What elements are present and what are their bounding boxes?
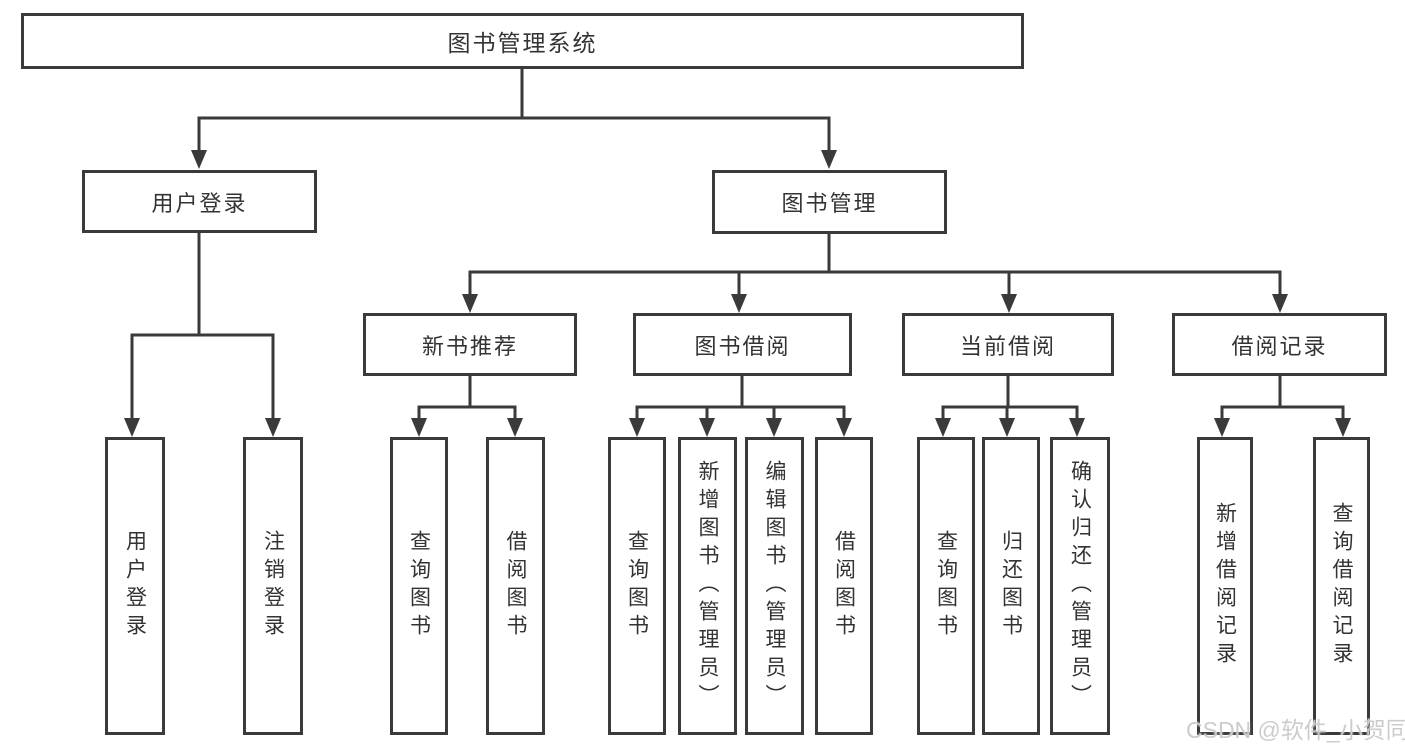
leaf-add-book-admin: 新增图书（管理员） — [678, 437, 737, 735]
leaf-confirm-return-admin: 确认归还（管理员） — [1050, 437, 1110, 735]
node-root: 图书管理系统 — [21, 13, 1024, 69]
leaf-return-books: 归还图书 — [982, 437, 1040, 735]
arrowheads — [124, 150, 1351, 437]
leaf-logout: 注销登录 — [243, 437, 303, 735]
leaf-query-books-1: 查询图书 — [390, 437, 448, 735]
node-current-borrow-label: 当前借阅 — [959, 333, 1056, 359]
leaf-query-borrow-record-label: 查询借阅记录 — [1330, 502, 1353, 670]
node-borrow-records-label: 借阅记录 — [1231, 333, 1328, 359]
node-book-management: 图书管理 — [712, 170, 947, 234]
leaf-user-login-label: 用户登录 — [123, 530, 147, 642]
leaf-query-books-1-label: 查询图书 — [407, 530, 431, 642]
node-current-borrow: 当前借阅 — [902, 313, 1114, 376]
node-borrow-records: 借阅记录 — [1172, 313, 1387, 376]
watermark: CSDN @软件_小贺同学 — [1186, 717, 1405, 743]
leaf-borrow-books-1-label: 借阅图书 — [504, 530, 527, 642]
leaf-query-borrow-record: 查询借阅记录 — [1313, 437, 1370, 735]
leaf-borrow-books-2-label: 借阅图书 — [832, 530, 856, 642]
leaf-add-book-admin-label: 新增图书（管理员） — [696, 460, 719, 712]
node-user-login-label: 用户登录 — [151, 190, 248, 216]
leaf-query-books-3-label: 查询图书 — [934, 530, 958, 642]
leaf-add-borrow-record: 新增借阅记录 — [1197, 437, 1253, 735]
leaf-logout-label: 注销登录 — [261, 530, 285, 642]
leaf-borrow-books-1: 借阅图书 — [486, 437, 545, 735]
node-root-label: 图书管理系统 — [447, 30, 598, 56]
leaf-edit-book-admin-label: 编辑图书（管理员） — [763, 460, 786, 712]
leaf-query-books-3: 查询图书 — [917, 437, 975, 735]
leaf-confirm-return-admin-label: 确认归还（管理员） — [1068, 460, 1092, 712]
node-book-management-label: 图书管理 — [781, 191, 878, 216]
node-user-login: 用户登录 — [82, 170, 317, 233]
node-book-borrow: 图书借阅 — [633, 313, 852, 376]
leaf-borrow-books-2: 借阅图书 — [815, 437, 873, 735]
node-book-borrow-label: 图书借阅 — [694, 333, 791, 359]
leaf-return-books-label: 归还图书 — [999, 530, 1023, 642]
leaf-user-login: 用户登录 — [105, 437, 165, 735]
leaf-add-borrow-record-label: 新增借阅记录 — [1213, 502, 1237, 670]
leaf-query-books-2: 查询图书 — [608, 437, 666, 735]
node-new-book-recommend-label: 新书推荐 — [421, 333, 518, 359]
leaf-edit-book-admin: 编辑图书（管理员） — [745, 437, 804, 735]
node-new-book-recommend: 新书推荐 — [363, 313, 577, 376]
leaf-query-books-2-label: 查询图书 — [625, 530, 649, 642]
